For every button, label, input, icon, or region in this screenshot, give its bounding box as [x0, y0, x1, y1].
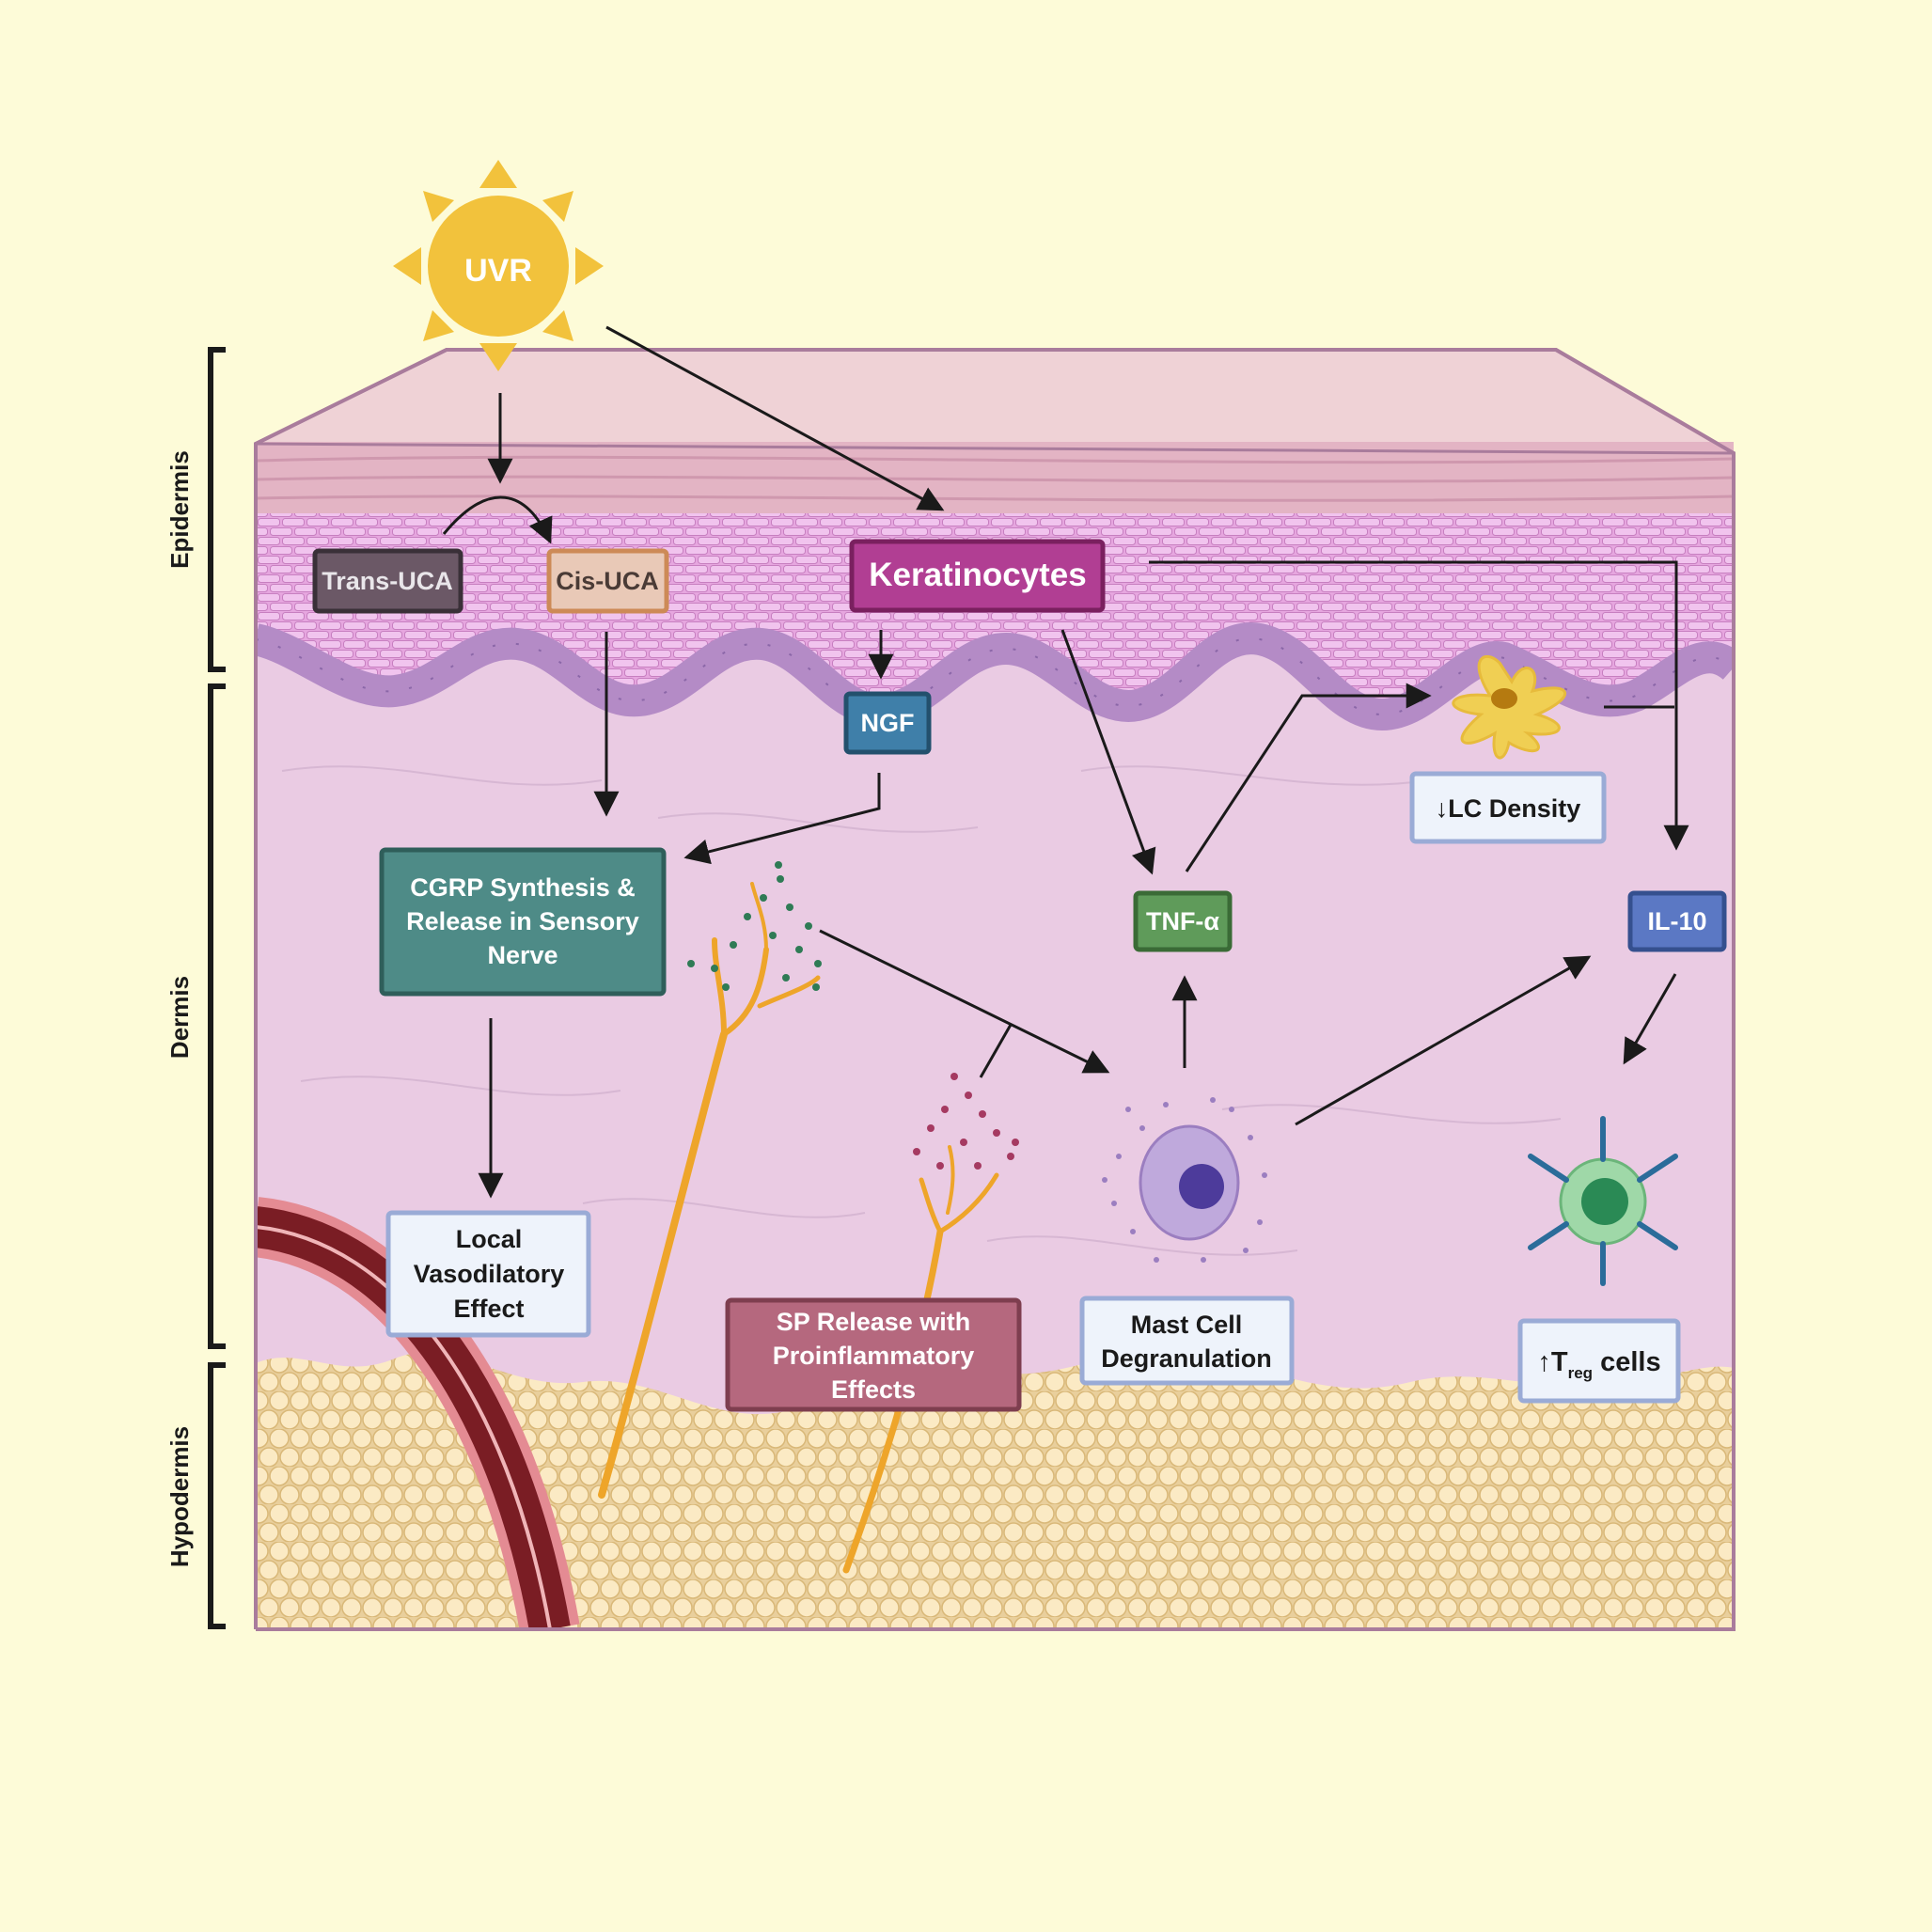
keratinocytes-box: Keratinocytes	[849, 539, 1106, 613]
mast-cell-box: Mast Cell Degranulation	[1079, 1296, 1295, 1386]
ngf-box: NGF	[843, 691, 932, 755]
vaso-line-1: Local	[456, 1225, 523, 1253]
mast-cell	[1102, 1097, 1267, 1263]
sun-icon	[393, 160, 604, 371]
keratinocytes-label: Keratinocytes	[869, 557, 1086, 593]
cgrp-line-3: Nerve	[487, 941, 558, 969]
vasodilatory-box: Local Vasodilatory Effect	[385, 1210, 591, 1338]
cgrp-box: CGRP Synthesis & Release in Sensory Nerv…	[379, 847, 667, 997]
langerhans-cell	[1452, 654, 1567, 760]
vaso-line-2: Vasodilatory	[414, 1260, 565, 1288]
sp-line-1: SP Release with	[777, 1308, 971, 1336]
cgrp-nerve	[598, 882, 821, 1499]
tnf-label: TNF-α	[1146, 907, 1219, 935]
trans-uca-box: Trans-UCA	[312, 548, 463, 614]
mast-line-1: Mast Cell	[1131, 1311, 1243, 1339]
layer-epidermis: Epidermis	[165, 450, 194, 569]
layer-dermis: Dermis	[165, 976, 194, 1059]
il10-box: IL-10	[1627, 890, 1727, 952]
arrows	[442, 325, 1689, 1199]
trans-uca-label: Trans-UCA	[322, 567, 453, 595]
tnf-box: TNF-α	[1133, 890, 1233, 952]
lc-density-box: ↓LC Density	[1409, 771, 1607, 844]
layer-hypodermis: Hypodermis	[165, 1426, 194, 1567]
sp-vesicles	[913, 1073, 1019, 1170]
sp-box: SP Release with Proinflammatory Effects	[725, 1297, 1022, 1412]
cis-uca-box: Cis-UCA	[546, 548, 669, 614]
treg-label: ↑Treg cells	[1537, 1347, 1660, 1382]
ngf-label: NGF	[861, 709, 915, 737]
mast-line-2: Degranulation	[1101, 1344, 1272, 1373]
cgrp-line-1: CGRP Synthesis &	[410, 873, 636, 902]
uvr-label: UVR	[464, 253, 532, 289]
sp-line-3: Effects	[831, 1375, 916, 1404]
treg-box: ↑Treg cells	[1517, 1318, 1681, 1404]
cis-uca-label: Cis-UCA	[556, 567, 659, 595]
lc-density-label: ↓LC Density	[1436, 794, 1581, 823]
cgrp-vesicles	[687, 861, 822, 991]
il10-label: IL-10	[1647, 907, 1706, 935]
cgrp-line-2: Release in Sensory	[406, 907, 639, 935]
layer-brackets	[208, 347, 226, 1629]
treg-cell	[1528, 1116, 1678, 1286]
sp-line-2: Proinflammatory	[773, 1342, 975, 1370]
vaso-line-3: Effect	[453, 1295, 524, 1323]
